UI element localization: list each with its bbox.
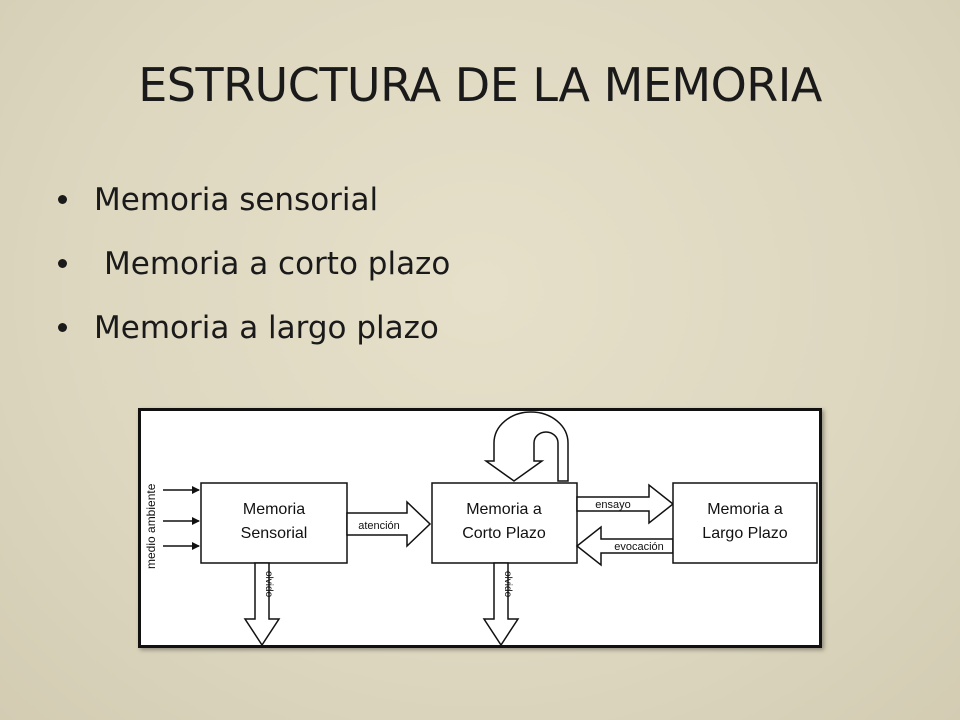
slide-title: ESTRUCTURA DE LA MEMORIA (138, 58, 822, 112)
bullet-dot-icon (58, 195, 67, 204)
loop-arrow-outline (483, 411, 569, 482)
olvido-label-1: olvido (263, 571, 274, 598)
olvido-arrow-corto (482, 562, 520, 647)
olvido-label-2: olvido (502, 571, 513, 598)
bullet-item: Memoria a corto plazo (58, 242, 450, 306)
ensayo-arrow (576, 483, 675, 525)
box-memoria-largo-plazo (672, 482, 818, 564)
bullet-text: Memoria sensorial (94, 182, 379, 218)
bullet-item: Memoria a largo plazo (58, 306, 450, 370)
box-memoria-corto-plazo (431, 482, 578, 564)
bullet-dot-icon (58, 323, 67, 332)
box-largo-line2: Largo Plazo (702, 525, 787, 542)
box-sensorial-line2: Sensorial (241, 525, 308, 542)
box-largo-line1: Memoria a (707, 501, 783, 518)
ensayo-label: ensayo (595, 499, 630, 511)
bullet-dot-icon (58, 259, 67, 268)
olvido-arrow-sensorial (243, 562, 281, 647)
bullet-item: Memoria sensorial (58, 178, 450, 242)
evocacion-arrow (575, 525, 674, 567)
box-sensorial-line1: Memoria (243, 501, 305, 518)
input-label: medio ambiente (144, 483, 158, 569)
box-memoria-sensorial (200, 482, 348, 564)
memory-diagram: medio ambiente Memoria Sensorial atenció… (138, 408, 822, 648)
atencion-arrow (346, 500, 432, 548)
memory-diagram-svg: medio ambiente Memoria Sensorial atenció… (144, 411, 818, 647)
evocacion-label: evocación (614, 541, 664, 553)
atencion-label: atención (358, 520, 400, 532)
bullet-list: Memoria sensorial Memoria a corto plazo … (58, 178, 450, 370)
bullet-text: Memoria a corto plazo (104, 246, 451, 282)
box-corto-line1: Memoria a (466, 501, 542, 518)
box-corto-line2: Corto Plazo (462, 525, 546, 542)
bullet-text: Memoria a largo plazo (94, 310, 439, 346)
